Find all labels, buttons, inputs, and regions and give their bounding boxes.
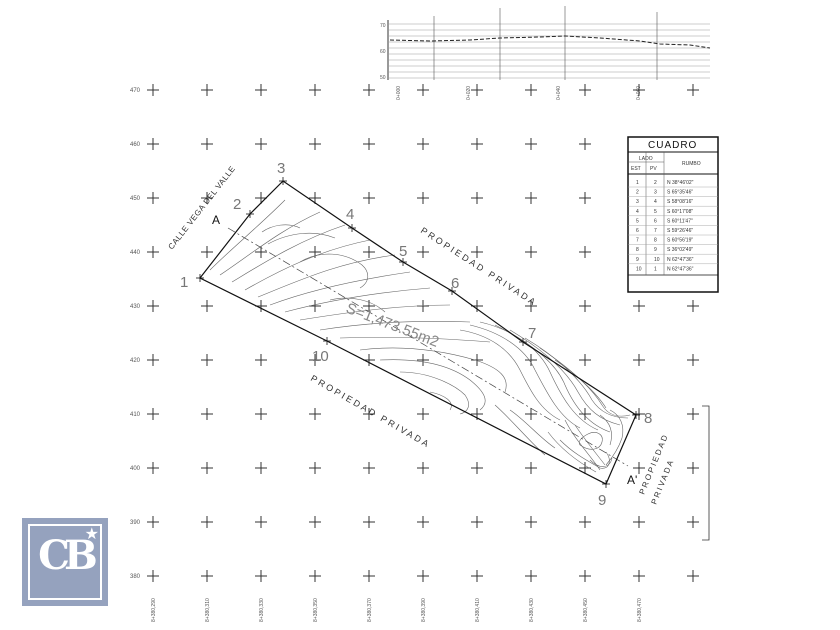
grid-y-label: 460: [130, 142, 141, 148]
section-line: [227, 227, 629, 467]
table-header: LADO: [639, 156, 653, 162]
brand-logo: CB ★: [22, 518, 108, 606]
logo-text: CB: [38, 532, 98, 579]
table-cell: S 60°56'19": [667, 238, 693, 244]
star-icon: ★: [84, 526, 99, 543]
bearing-table: CUADRO LADO EST PV RUMBO 1 2 N 38°46'02" 2 3…: [627, 136, 719, 293]
vertex-label: 9: [598, 492, 606, 509]
vertex-markers: [196, 177, 640, 488]
table-cell: S 65°35'46": [667, 190, 693, 196]
vertex-label: 2: [233, 196, 241, 213]
table-cell: 4: [636, 209, 639, 215]
table-cell: 5: [636, 218, 639, 224]
grid-x-label: 8+380,290: [151, 598, 157, 622]
vertex-label: 4: [346, 206, 354, 223]
table-cell: 6: [654, 218, 657, 224]
grid-x-label: 8+380,350: [313, 598, 319, 622]
vertex-label: 3: [277, 160, 285, 177]
table-cell: 5: [654, 209, 657, 215]
street-label: CALLE VEGA DEL VALLE: [166, 164, 237, 251]
grid-y-label: 420: [130, 358, 141, 364]
grid-x-label: 8+380,370: [367, 598, 373, 622]
table-cell: S 59°26'46": [667, 228, 693, 234]
table-cell: 1: [654, 266, 657, 272]
grid-y-label: 380: [130, 574, 141, 580]
vertex-label: 10: [312, 348, 329, 365]
table-cell: N 38°46'02": [667, 180, 694, 186]
table-cell: 3: [654, 190, 657, 196]
profile-station-label: 0+000: [396, 86, 402, 100]
north-neighbor-label: PROPIEDAD PRIVADA: [419, 225, 539, 308]
table-header: RUMBO: [682, 161, 701, 167]
table-cell: S 60°17'08": [667, 209, 693, 215]
profile-section: 70 60 50 0+000 0+020 0+040 0+060: [380, 6, 711, 100]
table-cell: N 62°47'36": [667, 266, 694, 272]
section-end-label: A': [627, 473, 637, 487]
grid-y-label: 470: [130, 88, 141, 94]
profile-station-label: 0+020: [466, 86, 472, 100]
table-cell: 3: [636, 199, 639, 205]
table-cell: 8: [654, 238, 657, 244]
south-neighbor-label: PROPIEDAD PRIVADA: [309, 373, 433, 450]
coordinate-grid: [147, 84, 699, 582]
right-bracket: [702, 405, 710, 541]
table-cell: 1: [636, 180, 639, 186]
contour-lines: [209, 199, 631, 473]
grid-x-labels: 8+380,290 8+380,310 8+380,330 8+380,350 8+38…: [151, 598, 643, 622]
table-rows: 1 2 N 38°46'02" 2 3 S 65°35'46" 3 4 S 58°08'16" 4…: [628, 180, 718, 272]
vertex-label: 7: [528, 325, 536, 342]
table-cell: 6: [636, 228, 639, 234]
grid-y-label: 450: [130, 196, 141, 202]
grid-x-label: 8+380,430: [529, 598, 535, 622]
table-cell: 4: [654, 199, 657, 205]
profile-station-label: 0+060: [636, 86, 642, 100]
table-cell: 10: [654, 257, 660, 263]
terrain-profile-line: [389, 35, 711, 49]
grid-x-label: 8+380,410: [475, 598, 481, 622]
section-start-label: A: [212, 213, 220, 227]
profile-y-label: 70: [380, 23, 386, 29]
profile-y-label: 60: [380, 49, 386, 55]
profile-y-label: 50: [380, 75, 386, 81]
table-cell: 9: [654, 247, 657, 253]
table-cell: 7: [636, 238, 639, 244]
vertex-label: 5: [399, 243, 407, 260]
table-cell: 8: [636, 247, 639, 253]
logo-frame: [28, 524, 102, 600]
grid-y-label: 390: [130, 520, 141, 526]
vertex-label: 1: [180, 274, 188, 291]
grid-y-labels: 470 460 450 440 430 420 410 400 390 380: [130, 88, 141, 580]
grid-y-label: 440: [130, 250, 141, 256]
grid-x-label: 8+380,310: [205, 598, 211, 622]
grid-x-label: 8+380,390: [421, 598, 427, 622]
grid-y-label: 410: [130, 412, 141, 418]
table-cell: 2: [636, 190, 639, 196]
grid-x-label: 8+380,450: [583, 598, 589, 622]
vertex-label: 8: [644, 410, 652, 427]
table-cell: S 60°11'47": [667, 218, 693, 224]
table-cell: 7: [654, 228, 657, 234]
grid-y-label: 400: [130, 466, 141, 472]
table-header: PV: [650, 166, 657, 172]
table-cell: N 62°47'36": [667, 257, 694, 263]
table-cell: S 58°08'16": [667, 199, 693, 205]
table-title: CUADRO: [648, 140, 697, 151]
grid-x-label: 8+380,470: [637, 598, 643, 622]
grid-y-label: 430: [130, 304, 141, 310]
table-cell: 2: [654, 180, 657, 186]
table-cell: 9: [636, 257, 639, 263]
table-cell: 10: [636, 266, 642, 272]
vertex-label: 6: [451, 275, 459, 292]
table-cell: S 36°02'49": [667, 247, 693, 253]
table-header: EST: [631, 166, 641, 172]
grid-x-label: 8+380,330: [259, 598, 265, 622]
profile-station-label: 0+040: [556, 86, 562, 100]
